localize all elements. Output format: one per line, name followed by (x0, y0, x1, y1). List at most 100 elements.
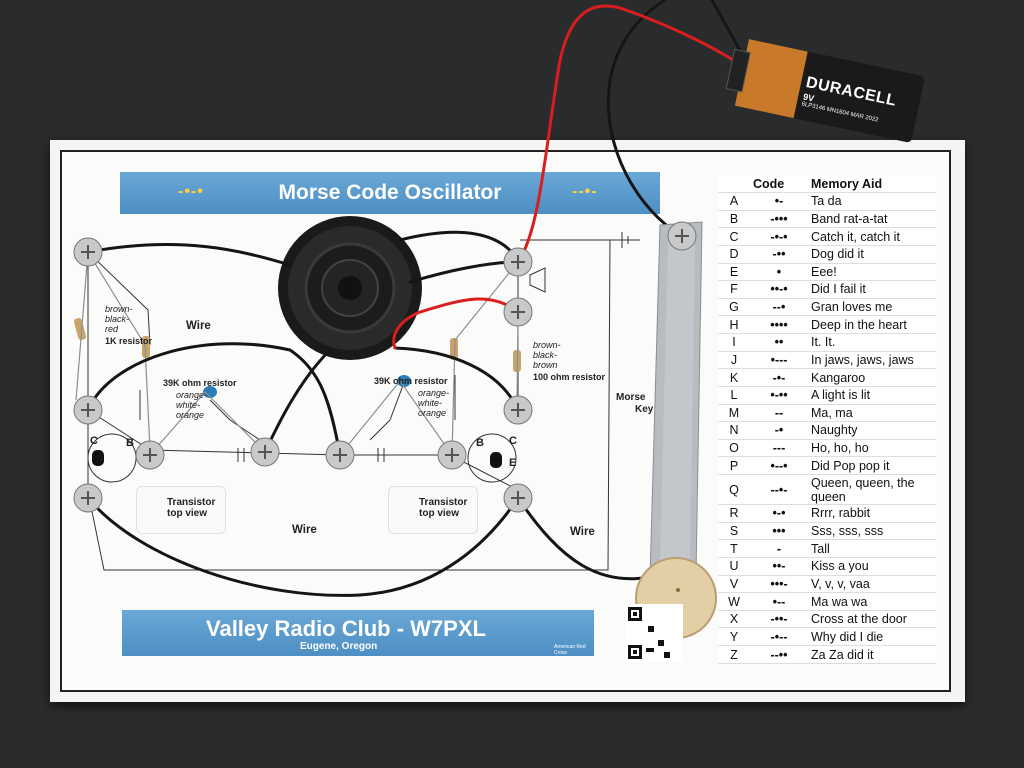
qr-code (625, 604, 683, 662)
morse-key (635, 221, 717, 639)
pin-b-right: B (476, 437, 484, 449)
row-memory-aid: Gran loves me (808, 298, 936, 317)
row-memory-aid: Ta da (808, 192, 936, 211)
row-code: • (750, 263, 808, 282)
row-memory-aid: Ho, ho, ho (808, 439, 936, 458)
footer-subtitle: Eugene, Oregon (300, 641, 378, 652)
transistor-left (92, 450, 104, 466)
table-row: F••-•Did I fail it (718, 280, 936, 299)
battery-9v (725, 39, 925, 143)
pin-e-right: E (509, 457, 517, 469)
row-letter: L (718, 386, 750, 405)
page-title: Morse Code Oscillator (278, 181, 502, 204)
row-memory-aid: Catch it, catch it (808, 227, 936, 246)
table-row: G--•Gran loves me (718, 298, 936, 317)
row-letter: H (718, 315, 750, 334)
wire-label-top: Wire (186, 320, 211, 332)
row-letter: T (718, 539, 750, 558)
table-row: Z--••Za Za did it (718, 645, 936, 664)
table-row: H••••Deep in the heart (718, 315, 936, 334)
transistor-view-left: Transistor top view (136, 486, 226, 534)
table-row: C-•-•Catch it, catch it (718, 227, 936, 246)
row-letter: N (718, 421, 750, 440)
red-wires (392, 4, 747, 350)
transistor-view-right: Transistor top view (388, 486, 478, 534)
table-row: R•-•Rrrr, rabbit (718, 504, 936, 523)
row-code: -• (750, 421, 808, 440)
row-letter: D (718, 245, 750, 264)
table-row: Y-•--Why did I die (718, 627, 936, 647)
table-row: Q--•-Queen, queen, the queen (718, 474, 936, 506)
table-row: P•--•Did Pop pop it (718, 456, 936, 475)
title-morse-right: --•- (572, 183, 598, 200)
row-code: -••- (750, 610, 808, 629)
row-memory-aid: Why did I die (808, 627, 936, 647)
row-letter: S (718, 522, 750, 541)
header-code: Code (750, 176, 808, 193)
table-row: X-••-Cross at the door (718, 610, 936, 629)
row-letter: E (718, 263, 750, 282)
row-letter: J (718, 351, 750, 370)
row-memory-aid: Za Za did it (808, 645, 936, 664)
row-letter: K (718, 368, 750, 387)
table-row: K-•-Kangaroo (718, 368, 936, 387)
row-letter: Q (718, 474, 750, 506)
row-memory-aid: Naughty (808, 421, 936, 440)
row-memory-aid: Cross at the door (808, 610, 936, 629)
header-memory-aid: Memory Aid (808, 176, 936, 193)
r2-title-label: 39K ohm resistor (163, 378, 237, 388)
row-code: - (750, 539, 808, 558)
r4-color-label: brown- black- brown (533, 340, 561, 370)
row-memory-aid: Ma wa wa (808, 592, 936, 611)
row-code: -- (750, 404, 808, 423)
row-memory-aid: Tall (808, 539, 936, 558)
row-memory-aid: Did Pop pop it (808, 456, 936, 475)
table-row: U••-Kiss a you (718, 557, 936, 576)
transistor-symbol-right (467, 433, 517, 483)
transistor-view-left-label: Transistor top view (167, 497, 216, 519)
row-letter: O (718, 439, 750, 458)
wire-label-bottom: Wire (292, 524, 317, 536)
row-code: •••• (750, 315, 808, 334)
row-code: •--• (750, 456, 808, 475)
table-row: A•-Ta da (718, 192, 936, 211)
wire-label-right: Wire (570, 526, 595, 538)
table-row: L•-••A light is lit (718, 386, 936, 405)
footer-banner: Valley Radio Club - W7PXL Eugene, Oregon… (122, 610, 594, 656)
row-memory-aid: In jaws, jaws, jaws (808, 351, 936, 370)
row-letter: I (718, 333, 750, 352)
row-memory-aid: Deep in the heart (808, 315, 936, 334)
row-memory-aid: V, v, v, vaa (808, 575, 936, 594)
row-letter: M (718, 404, 750, 423)
row-code: •••- (750, 575, 808, 594)
row-code: --•- (750, 474, 808, 506)
r1-value-label: 1K resistor (105, 336, 153, 346)
header-letter (718, 176, 750, 193)
r2-color-label: orange- white- orange (176, 390, 208, 420)
row-code: •-• (750, 504, 808, 523)
row-letter: R (718, 504, 750, 523)
row-letter: X (718, 610, 750, 629)
row-code: --• (750, 298, 808, 317)
row-memory-aid: Kangaroo (808, 368, 936, 387)
speaker (278, 216, 422, 360)
capacitor-right (397, 375, 411, 387)
transistor-view-right-label: Transistor top view (419, 497, 468, 519)
row-code: ••- (750, 557, 808, 576)
pin-c-left: C (90, 435, 98, 447)
table-row: V•••-V, v, v, vaa (718, 575, 936, 594)
row-code: -•-• (750, 227, 808, 246)
r1-color-label: brown- black- red (105, 304, 133, 334)
row-code: •--- (750, 351, 808, 370)
table-row: E•Eee! (718, 263, 936, 282)
red-cross-caption: American Red Cross (554, 644, 586, 656)
row-memory-aid: A light is lit (808, 386, 936, 405)
row-letter: C (718, 227, 750, 246)
r4-value-label: 100 ohm resistor (533, 372, 606, 382)
table-row: I••It. It. (718, 333, 936, 352)
table-row: N-•Naughty (718, 421, 936, 440)
row-letter: U (718, 557, 750, 576)
